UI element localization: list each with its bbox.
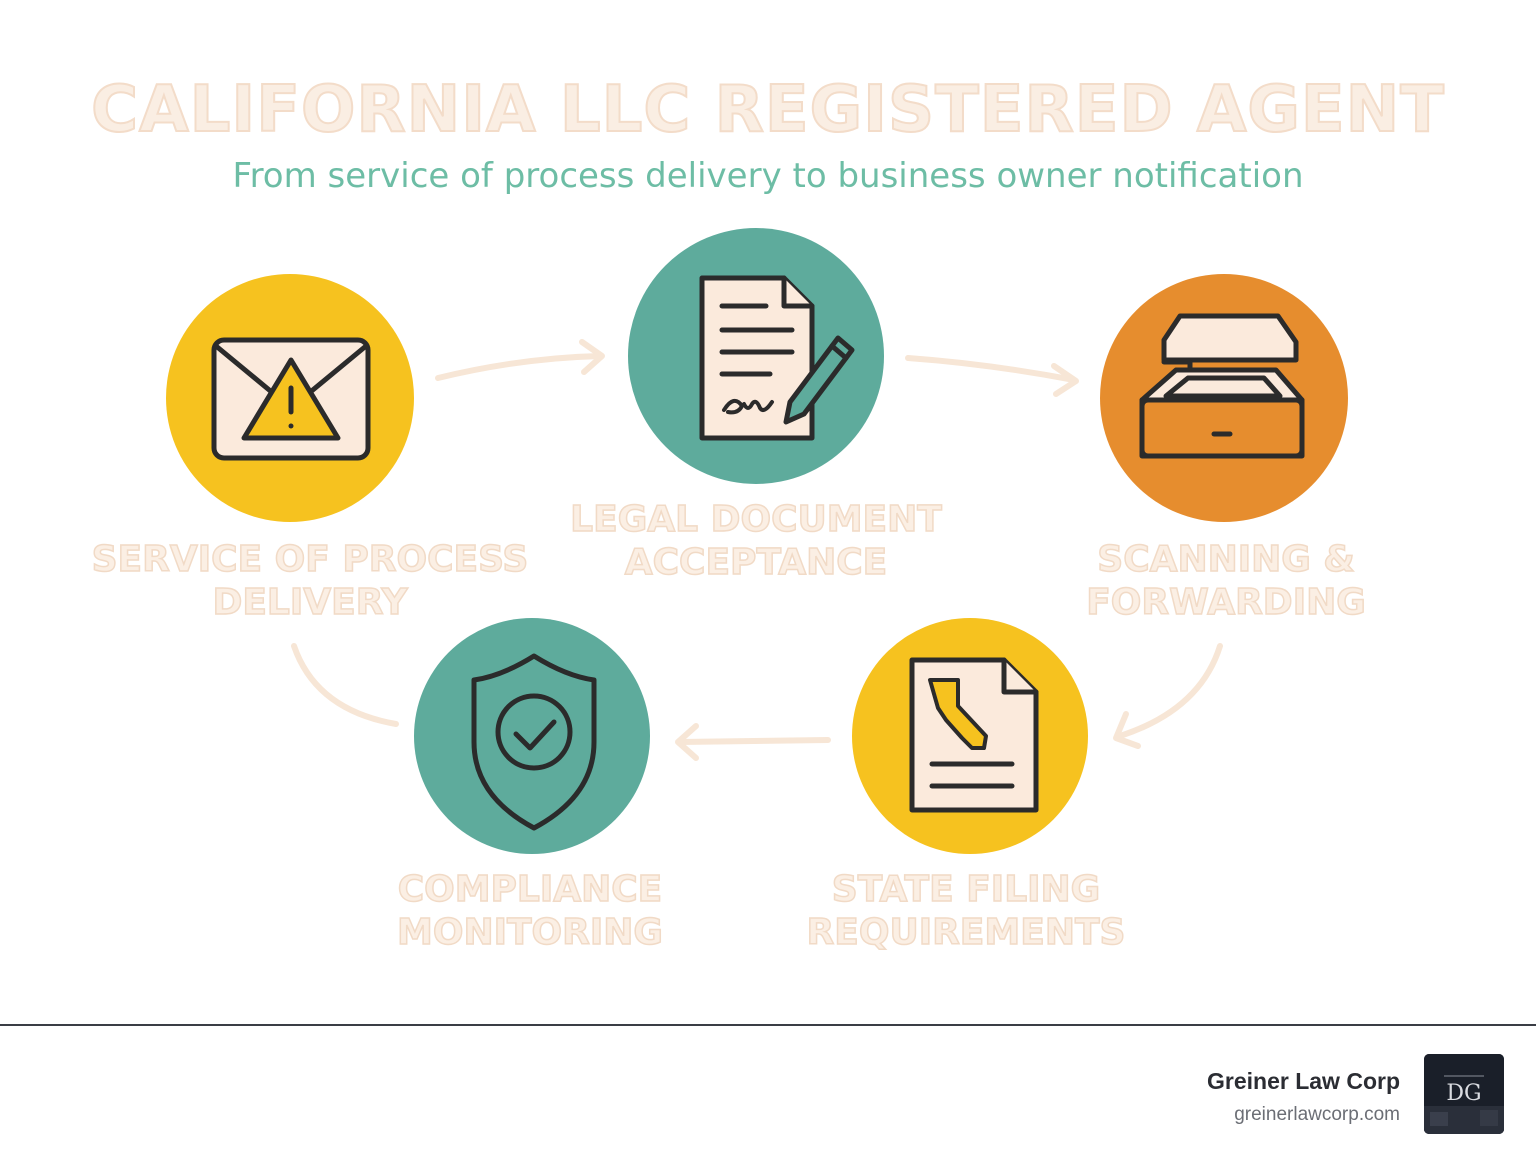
svg-text:DG: DG <box>1446 1081 1481 1106</box>
arrow-step1-to-step2 <box>435 339 605 381</box>
step-service-of-process <box>166 274 414 522</box>
step4-label: STATE FILING REQUIREMENTS <box>806 868 1126 954</box>
brand-logo: DG <box>1424 1054 1504 1134</box>
process-diagram <box>166 228 1348 854</box>
step3-label: SCANNING & FORWARDING <box>1085 538 1366 624</box>
step-compliance-monitoring <box>414 618 650 854</box>
arrow-step2-to-step3 <box>905 355 1079 397</box>
signed-document-icon <box>699 275 855 441</box>
logo-image: DG <box>1424 1054 1504 1134</box>
california-document-icon <box>909 657 1039 813</box>
shield-check-icon <box>471 653 597 831</box>
step-legal-document <box>628 228 884 484</box>
step1-label: SERVICE OF PROCESS DELIVERY <box>91 538 529 624</box>
brand-block: Greiner Law Corp greinerlawcorp.com <box>1207 1066 1400 1130</box>
step-state-filing <box>852 618 1088 854</box>
arrow-step4-to-step5 <box>675 723 831 761</box>
footer: Greiner Law Corp greinerlawcorp.com DG <box>0 1024 1536 1156</box>
page-title: CALIFORNIA LLC REGISTERED AGENT <box>90 72 1445 148</box>
arrow-step3-to-step4 <box>1113 643 1223 749</box>
curve-step1-to-step5 <box>291 643 399 727</box>
page-subtitle: From service of process delivery to busi… <box>232 156 1304 196</box>
scanner-icon <box>1139 313 1305 459</box>
brand-name: Greiner Law Corp <box>1207 1068 1400 1094</box>
warning-envelope-icon <box>211 337 371 461</box>
step2-label: LEGAL DOCUMENT ACCEPTANCE <box>569 498 942 584</box>
step5-label: COMPLIANCE MONITORING <box>396 868 663 954</box>
step-scanning-forwarding <box>1100 274 1348 522</box>
brand-url[interactable]: greinerlawcorp.com <box>1234 1104 1400 1125</box>
